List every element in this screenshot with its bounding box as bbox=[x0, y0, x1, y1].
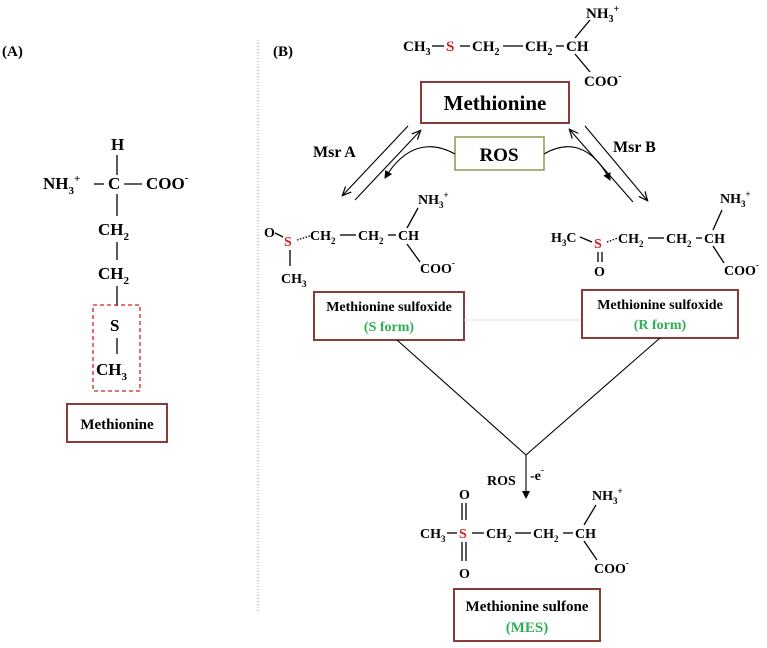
converge-line-left bbox=[396, 339, 527, 456]
top-ch: CH bbox=[566, 39, 589, 55]
sulfone-coo: COO- bbox=[594, 558, 629, 577]
msr-b-label: Msr B bbox=[613, 139, 656, 156]
sulfone-bond-nh3 bbox=[583, 504, 597, 526]
sulfone-ch: CH bbox=[575, 527, 596, 542]
s-form-nh3: NH3+ bbox=[418, 190, 449, 210]
bottom-electron-label: -e- bbox=[530, 465, 544, 484]
sulfoxide-r-form: (R form) bbox=[634, 318, 687, 333]
atom-nh3: NH3+ bbox=[43, 173, 80, 197]
thioether-highlight bbox=[92, 304, 141, 392]
sulfone-o-bottom: O bbox=[459, 567, 470, 582]
sulfoxide-s-form: (S form) bbox=[364, 320, 414, 335]
atom-ch3-a: CH3 bbox=[96, 360, 128, 383]
sulfone-ch2b: CH2 bbox=[533, 527, 559, 544]
panel-a-structure: H NH3+ C COO- CH2 CH2 S CH3 Methionine bbox=[43, 135, 189, 443]
arrow-to-r-form bbox=[584, 125, 647, 200]
sulfone-nh3: NH3+ bbox=[592, 486, 623, 506]
methionine-label-box-a bbox=[66, 403, 168, 443]
sulfone-box bbox=[453, 588, 601, 642]
r-form-h3c: H3C bbox=[551, 231, 577, 248]
s-form-ch: CH bbox=[398, 229, 419, 244]
top-bond-coo bbox=[574, 53, 591, 73]
s-form-o: O bbox=[264, 226, 275, 241]
atom-coo: COO- bbox=[146, 172, 189, 193]
sulfoxide-r-box bbox=[581, 289, 739, 339]
ros-curve-left bbox=[384, 146, 456, 179]
atom-h: H bbox=[111, 135, 124, 154]
converge-line-right bbox=[525, 337, 661, 456]
s-form-ch2a: CH2 bbox=[310, 229, 336, 246]
sulfone-abbr: (MES) bbox=[506, 620, 549, 636]
ros-box bbox=[454, 136, 545, 171]
r-form-wedge bbox=[606, 237, 619, 243]
r-form-o: O bbox=[594, 265, 605, 280]
sulfone-ch3: CH3 bbox=[420, 527, 446, 544]
atom-ch2-1: CH2 bbox=[98, 220, 130, 243]
top-ch3: CH3 bbox=[403, 39, 431, 58]
panel-b-label: (B) bbox=[273, 44, 293, 60]
sulfone-ch2a: CH2 bbox=[486, 527, 512, 544]
top-nh3: NH3+ bbox=[586, 4, 620, 25]
r-form-nh3: NH3+ bbox=[720, 189, 751, 209]
atom-ch2-2: CH2 bbox=[98, 264, 130, 287]
s-form-wedge bbox=[296, 235, 311, 241]
sulfone-o-top: O bbox=[459, 488, 470, 503]
top-ch2b: CH2 bbox=[525, 39, 553, 58]
arrow-msr-a-reduction bbox=[354, 131, 420, 201]
ros-curve-right bbox=[543, 146, 611, 181]
top-sulfur: S bbox=[446, 39, 454, 55]
arrow-to-s-form bbox=[343, 125, 409, 195]
s-form-sulfur: S bbox=[284, 235, 292, 250]
s-form-bond-nh3 bbox=[406, 207, 419, 229]
sulfoxide-s-box bbox=[313, 291, 465, 341]
panel-a-label: (A) bbox=[2, 44, 23, 60]
top-ch2a: CH2 bbox=[472, 39, 500, 58]
sulfoxide-s-name: Methionine sulfoxide bbox=[326, 300, 452, 315]
methionine-box-label: Methionine bbox=[444, 91, 547, 115]
s-form-coo: COO- bbox=[420, 258, 455, 277]
atom-s-a: S bbox=[110, 316, 119, 335]
r-form-ch2b: CH2 bbox=[666, 232, 692, 249]
r-form-bond-nh3 bbox=[712, 209, 723, 231]
atom-c-alpha: C bbox=[108, 174, 120, 193]
methionine-structure: CH3 S CH2 CH2 CH NH3+ COO- bbox=[403, 4, 622, 90]
msr-a-label: Msr A bbox=[313, 144, 356, 161]
sulfoxide-r-structure: H3C S CH2 CH2 CH NH3+ COO- O bbox=[551, 189, 759, 280]
sulfoxide-s-structure: O S CH2 CH2 CH NH3+ COO- CH3 bbox=[264, 190, 455, 289]
sulfone-sulfur: S bbox=[459, 527, 467, 542]
top-coo: COO- bbox=[584, 71, 622, 90]
methionine-box bbox=[420, 81, 570, 124]
bottom-ros-label: ROS bbox=[487, 474, 516, 489]
s-form-bond-coo bbox=[406, 243, 421, 263]
s-form-ch2b: CH2 bbox=[358, 229, 384, 246]
top-bond-nh3 bbox=[574, 19, 591, 39]
r-form-bond-1 bbox=[579, 236, 593, 243]
r-form-bond-coo bbox=[712, 245, 725, 264]
r-form-coo: COO- bbox=[724, 260, 759, 279]
sulfone-name: Methionine sulfone bbox=[466, 599, 589, 615]
s-form-ch3: CH3 bbox=[281, 272, 307, 289]
sulfoxide-r-name: Methionine sulfoxide bbox=[597, 298, 723, 313]
methionine-label-a: Methionine bbox=[80, 417, 154, 433]
ros-box-label: ROS bbox=[479, 145, 518, 166]
s-form-bond-o bbox=[274, 232, 284, 238]
sulfone-bond-coo bbox=[583, 540, 598, 561]
r-form-ch2a: CH2 bbox=[618, 232, 644, 249]
sulfone-structure: O CH3 S CH2 CH2 CH NH3+ COO- O bbox=[420, 486, 629, 582]
r-form-sulfur: S bbox=[594, 237, 602, 252]
r-form-ch: CH bbox=[704, 232, 725, 247]
